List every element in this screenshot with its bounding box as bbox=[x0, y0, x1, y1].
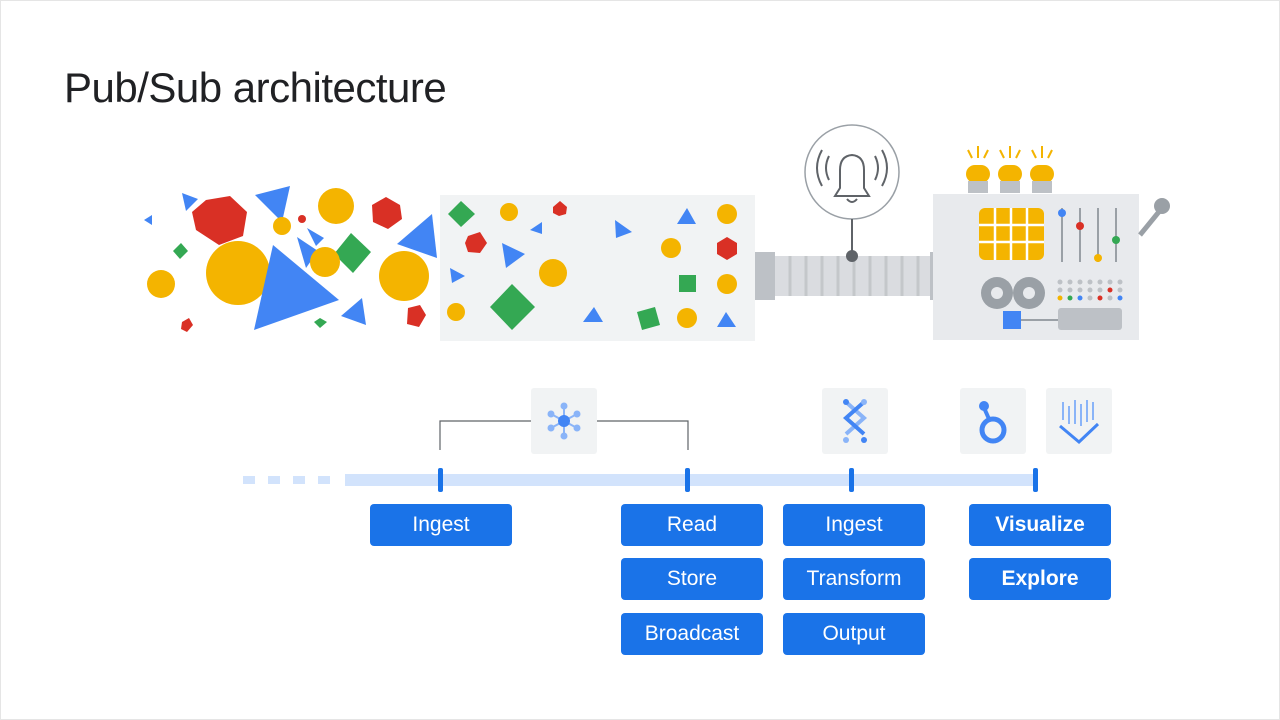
indicator-dots bbox=[1057, 279, 1123, 301]
store-tag: Store bbox=[621, 558, 763, 600]
page-title: Pub/Sub architecture bbox=[64, 64, 447, 111]
visualize-tag: Visualize bbox=[969, 504, 1111, 546]
transform-tag: Transform bbox=[783, 558, 925, 600]
pubsub-bracket bbox=[439, 420, 689, 450]
output-tag: Output bbox=[783, 613, 925, 655]
data-studio-icon bbox=[1046, 388, 1112, 454]
chip-panel bbox=[979, 208, 1044, 260]
dataflow-ingest-tag: Ingest bbox=[783, 504, 925, 546]
tape-reels bbox=[981, 277, 1058, 329]
pubsub-icon bbox=[531, 388, 597, 454]
dataflow-icon bbox=[822, 388, 888, 454]
broadcast-tag: Broadcast bbox=[621, 613, 763, 655]
bell-icon bbox=[804, 124, 900, 262]
alarm-lights bbox=[966, 146, 1054, 193]
sliders bbox=[1061, 208, 1117, 262]
looker-icon bbox=[960, 388, 1026, 454]
ingest-tag: Ingest bbox=[370, 504, 512, 546]
subscriber-machine bbox=[933, 146, 1170, 340]
timeline bbox=[243, 468, 1038, 492]
read-tag: Read bbox=[621, 504, 763, 546]
message-shapes bbox=[144, 186, 437, 332]
topic-shapes bbox=[447, 201, 737, 330]
explore-tag: Explore bbox=[969, 558, 1111, 600]
